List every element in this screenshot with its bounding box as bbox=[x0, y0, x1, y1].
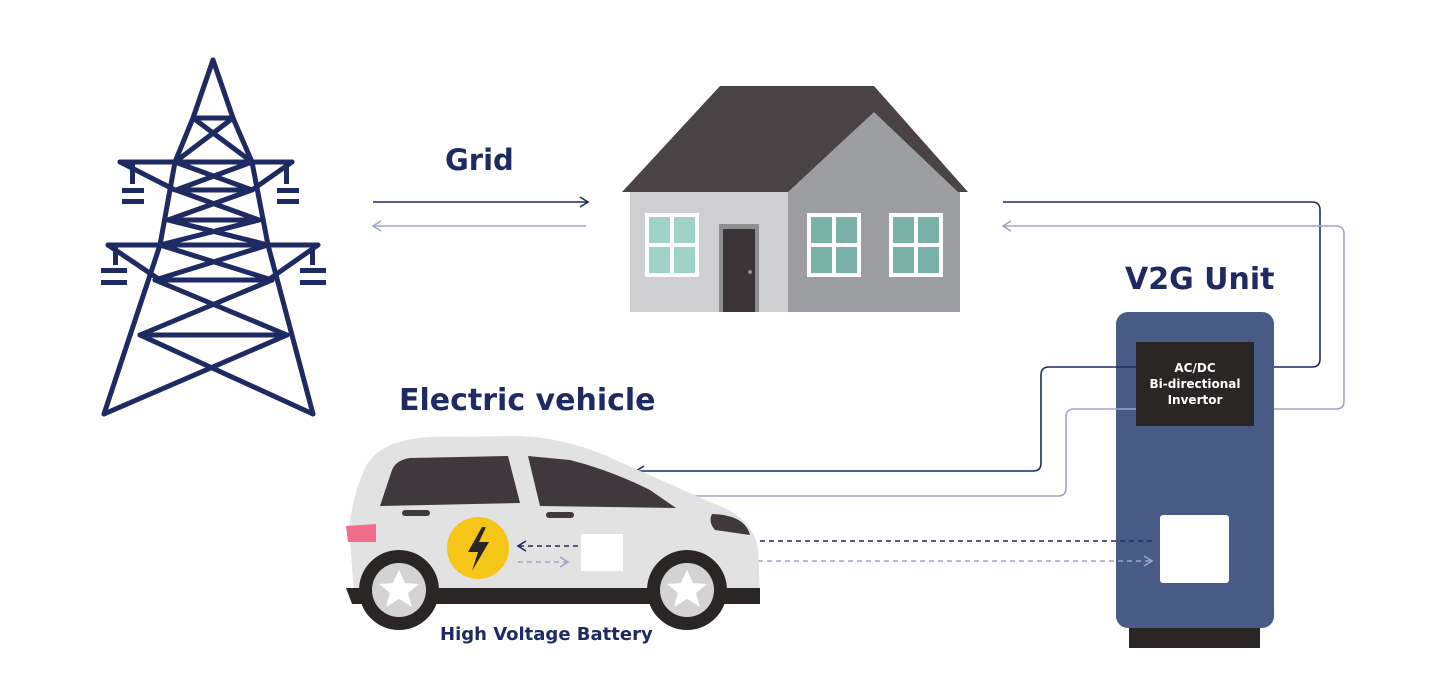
battery-flow-short-arrows bbox=[516, 540, 578, 568]
battery-label: High Voltage Battery bbox=[440, 624, 653, 645]
house-icon bbox=[622, 86, 968, 312]
inverter-line-2: Bi-directional bbox=[1149, 377, 1241, 391]
house-door bbox=[719, 224, 759, 312]
v2g-port bbox=[1160, 515, 1229, 583]
house-window-right bbox=[889, 213, 943, 277]
house-window-left bbox=[645, 213, 699, 277]
v2g-to-house-arrow bbox=[1001, 220, 1345, 410]
house-window-middle bbox=[807, 213, 861, 277]
car-to-v2g-arrow bbox=[686, 403, 1156, 497]
inverter-line-1: AC/DC bbox=[1174, 361, 1216, 375]
grid-label: Grid bbox=[445, 143, 514, 177]
tower-insulators bbox=[101, 162, 326, 285]
electric-vehicle-label: Electric vehicle bbox=[399, 383, 656, 418]
electric-car-icon bbox=[346, 436, 760, 630]
inverter-box: AC/DC Bi-directional Invertor bbox=[1136, 342, 1254, 426]
inverter-line-3: Invertor bbox=[1167, 393, 1223, 407]
v2g-unit-label: V2G Unit bbox=[1125, 262, 1275, 297]
transmission-tower-icon bbox=[101, 57, 321, 417]
car-battery-port bbox=[581, 534, 623, 571]
v2g-to-car-arrow bbox=[634, 366, 1136, 477]
lightning-bolt-icon bbox=[447, 517, 509, 579]
house-to-v2g-line bbox=[1003, 201, 1321, 368]
grid-flow-arrows bbox=[371, 196, 590, 232]
